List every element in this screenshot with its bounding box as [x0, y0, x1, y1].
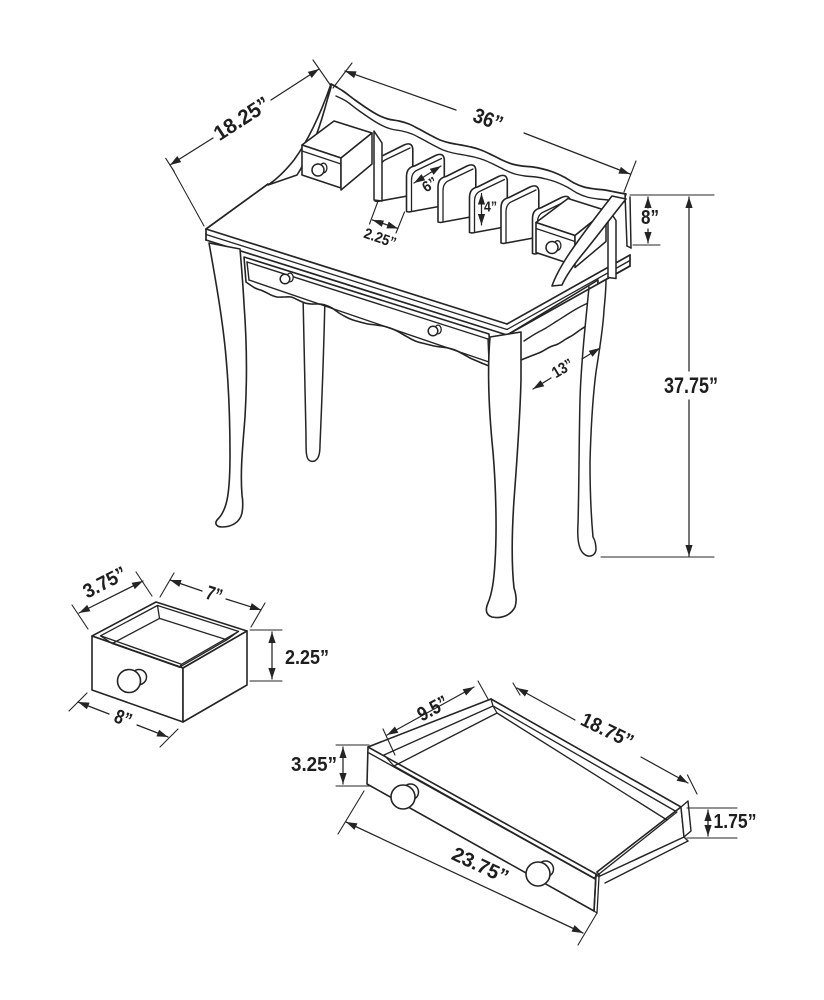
- svg-text:3.25”: 3.25”: [291, 754, 337, 776]
- svg-text:8”: 8”: [641, 207, 659, 229]
- svg-text:8”: 8”: [111, 706, 135, 733]
- svg-text:4”: 4”: [484, 199, 497, 216]
- svg-text:2.25”: 2.25”: [285, 647, 329, 669]
- svg-text:7”: 7”: [203, 582, 225, 608]
- svg-text:37.75”: 37.75”: [664, 373, 718, 398]
- svg-text:1.75”: 1.75”: [714, 811, 757, 833]
